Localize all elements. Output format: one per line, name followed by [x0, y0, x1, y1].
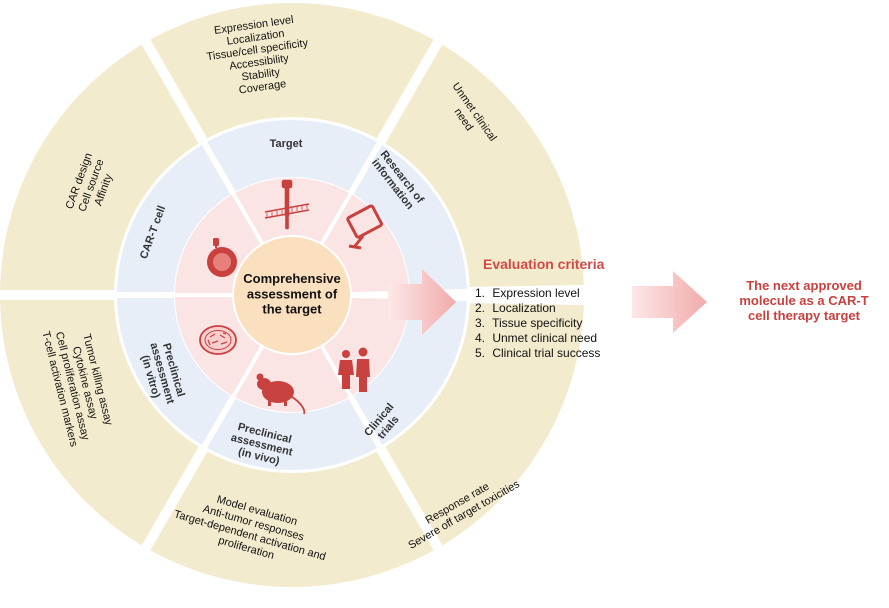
ring-segment-invivo — [207, 398, 377, 470]
outer-segment-invitro — [0, 299, 199, 546]
svg-text:Target: Target — [270, 138, 303, 150]
outer-label-invitro: Tumor killing assayCytokine assayCell pr… — [39, 321, 117, 449]
arrow-to-conclusion — [632, 271, 707, 333]
conclusion: The next approved molecule as a CAR-T ce… — [724, 278, 884, 323]
criteria-item: 1. Expression level — [475, 286, 580, 300]
outer-segment-target — [150, 2, 434, 139]
criteria-list: 1. Expression level 2. Localization 3. T… — [475, 286, 645, 361]
mouse-icon — [256, 373, 306, 415]
ring-segment-clinical — [353, 300, 467, 446]
criteria-item: 3. Tissue specificity — [475, 316, 583, 330]
criteria-item: 5. Clinical trial success — [475, 346, 601, 360]
evaluation-criteria: Evaluation criteria 1. Expression level … — [475, 256, 645, 361]
criteria-item: 2. Localization — [475, 301, 556, 315]
outer-segment-cart — [0, 44, 199, 291]
ring-segment-invitro — [117, 297, 231, 446]
outer-segment-clinical — [385, 303, 584, 546]
conclusion-line: cell therapy target — [748, 308, 860, 323]
outer-segment-research — [385, 44, 584, 287]
criteria-title: Evaluation criteria — [483, 256, 605, 272]
patients-icon — [338, 347, 370, 392]
arrow-to-criteria — [388, 269, 456, 335]
ring-segment-research — [353, 144, 467, 290]
conclusion-line: molecule as a CAR-T — [739, 293, 869, 308]
ring-label-target: Target — [270, 138, 303, 150]
car-t-cell-icon — [207, 238, 237, 277]
conclusion-line: The next approved — [746, 278, 862, 293]
svg-text:Tumor killing assayCytokine as: Tumor killing assayCytokine assayCell pr… — [39, 321, 117, 449]
computer-monitor-icon — [346, 204, 383, 250]
center-circle — [234, 237, 350, 353]
inner-segment-research — [323, 194, 409, 292]
ring-segment-target — [207, 120, 377, 192]
outer-ring — [0, 2, 584, 588]
receptor-membrane-icon — [264, 179, 310, 230]
petri-dish-icon — [199, 325, 237, 355]
middle-ring — [117, 120, 467, 470]
ring-segment-cart — [117, 144, 231, 293]
criteria-item: 4. Unmet clinical need — [475, 331, 598, 345]
outer-segment-invivo — [150, 451, 434, 588]
